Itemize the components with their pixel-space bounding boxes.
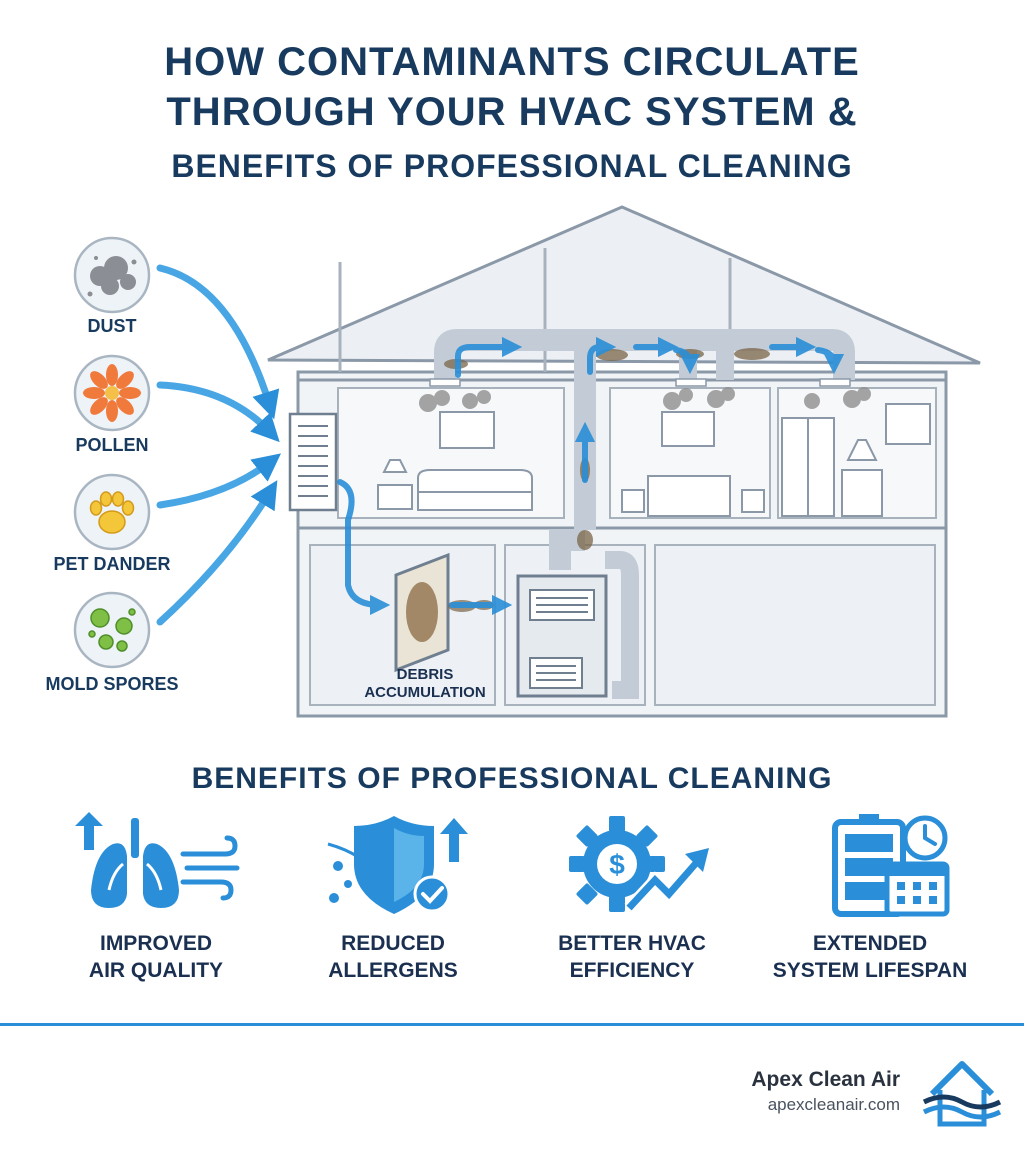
benefit-label-line-1: EXTENDED [812, 932, 928, 955]
debris-label-line-1: DEBRIS [397, 666, 454, 683]
contaminant-label-pet-dander: PET DANDER [53, 554, 170, 574]
dust-icon [87, 256, 137, 297]
benefit-reduced-allergens: REDUCED ALLERGENS [283, 808, 503, 984]
benefit-label-line-2: SYSTEM LIFESPAN [772, 959, 968, 982]
contaminant-pet-dander: PET DANDER [53, 473, 171, 574]
svg-text:$: $ [609, 849, 625, 880]
shield-check-icon [327, 816, 468, 914]
contaminant-mold-spores: MOLD SPORES [45, 591, 179, 694]
return-air-grille [288, 412, 338, 512]
brand-name: Apex Clean Air [751, 1068, 900, 1091]
contaminant-pollen: POLLEN [73, 354, 151, 455]
debris-label-line-2: ACCUMULATION [364, 684, 485, 701]
benefit-extended-system-lifespan: EXTENDED SYSTEM LIFESPAN [760, 808, 980, 984]
benefit-label-line-2: ALLERGENS [328, 959, 458, 982]
benefit-better-hvac-efficiency: $ BETTER HVAC EFFICIENCY [522, 808, 742, 984]
benefits-title: BENEFITS OF PROFESSIONAL CLEANING [191, 762, 833, 795]
contaminant-label-pollen: POLLEN [75, 435, 148, 455]
title-line-2: THROUGH YOUR HVAC SYSTEM & [166, 90, 858, 134]
battery-calendar-icon [832, 814, 950, 917]
footer-divider [0, 1023, 1024, 1026]
airflow-arrows [337, 336, 845, 616]
contaminant-arrows [156, 264, 282, 626]
spores-icon [88, 608, 136, 652]
gear-dollar-icon: $ [569, 816, 709, 913]
benefit-label-line-1: IMPROVED [99, 932, 212, 955]
furnace [516, 574, 608, 698]
flower-icon [83, 364, 141, 422]
contaminant-label-mold-spores: MOLD SPORES [45, 674, 178, 694]
paw-icon [89, 491, 135, 534]
furniture [377, 403, 931, 517]
brand-url[interactable]: apexcleanair.com [767, 1095, 900, 1114]
hvac-house-diagram: DUST POLLEN PET DANDER MOLD SPORE [45, 205, 981, 718]
title-line-3: BENEFITS OF PROFESSIONAL CLEANING [171, 148, 853, 184]
lungs-icon [75, 812, 240, 908]
brand-block: Apex Clean Air apexcleanair.com [751, 1068, 900, 1115]
benefit-label-line-1: BETTER HVAC [558, 932, 706, 955]
house-wave-logo-icon [922, 1061, 1002, 1127]
benefit-improved-air-quality: IMPROVED AIR QUALITY [46, 808, 266, 984]
benefit-label-line-2: EFFICIENCY [569, 959, 695, 982]
contaminant-dust: DUST [73, 236, 151, 336]
contaminant-label-dust: DUST [88, 316, 137, 336]
ductwork [434, 329, 855, 699]
benefit-label-line-1: REDUCED [341, 932, 445, 955]
title-line-1: HOW CONTAMINANTS CIRCULATE [164, 40, 860, 84]
benefit-label-line-2: AIR QUALITY [88, 959, 224, 982]
